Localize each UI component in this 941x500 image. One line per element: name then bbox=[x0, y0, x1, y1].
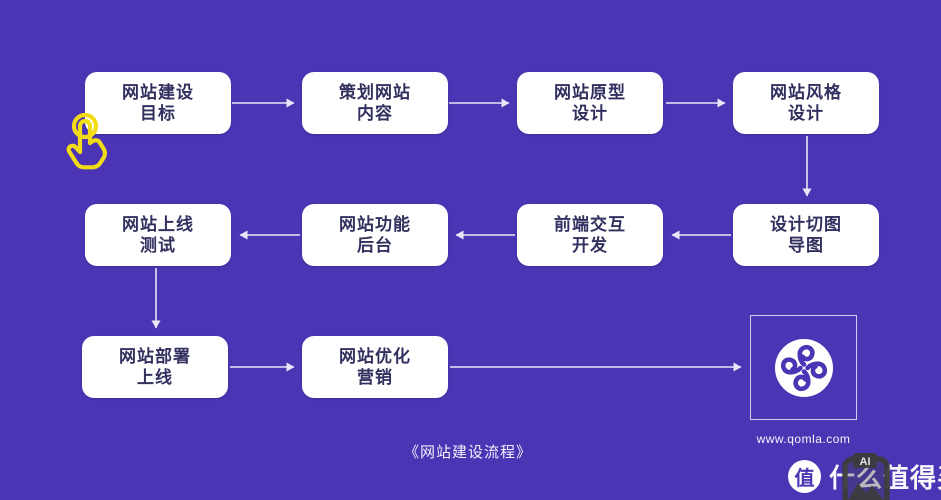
node-label-line2: 开发 bbox=[572, 236, 608, 255]
node-label-line1: 网站风格 bbox=[770, 83, 842, 102]
node-label-line1: 前端交互 bbox=[554, 215, 626, 234]
node-label-line1: 网站上线 bbox=[122, 215, 194, 234]
flow-node-website-goal: 网站建设 目标 bbox=[85, 72, 231, 134]
logo-website-url: www.qomla.com bbox=[756, 432, 851, 446]
node-label-line1: 网站部署 bbox=[119, 347, 191, 366]
node-label-line2: 内容 bbox=[357, 104, 393, 123]
node-label-line1: 网站优化 bbox=[339, 347, 411, 366]
flow-node-deploy-launch: 网站部署 上线 bbox=[82, 336, 228, 398]
smzdm-zhi-badge-icon: 值 bbox=[788, 460, 821, 493]
node-label-line2: 设计 bbox=[788, 104, 824, 123]
flow-node-plan-content: 策划网站 内容 bbox=[302, 72, 448, 134]
node-label-line1: 策划网站 bbox=[339, 83, 411, 102]
node-label-line1: 网站原型 bbox=[554, 83, 626, 102]
node-label-line2: 设计 bbox=[572, 104, 608, 123]
ai-generated-image-icon: AI bbox=[842, 453, 890, 500]
node-label-line2: 导图 bbox=[788, 236, 824, 255]
flow-node-function-backend: 网站功能 后台 bbox=[302, 204, 448, 266]
node-label-line2: 营销 bbox=[357, 368, 393, 387]
node-label-line2: 后台 bbox=[357, 236, 393, 255]
node-label-line1: 设计切图 bbox=[770, 215, 842, 234]
node-label-line2: 目标 bbox=[140, 104, 176, 123]
flow-node-frontend-dev: 前端交互 开发 bbox=[517, 204, 663, 266]
ai-badge-label: AI bbox=[860, 456, 871, 468]
node-label-line1: 网站建设 bbox=[122, 83, 194, 102]
qomla-logo-icon bbox=[774, 338, 833, 397]
flow-node-design-slicing: 设计切图 导图 bbox=[733, 204, 879, 266]
node-label-line2: 上线 bbox=[137, 368, 173, 387]
hand-tap-cursor-icon bbox=[66, 112, 107, 170]
flow-node-optimize-marketing: 网站优化 营销 bbox=[302, 336, 448, 398]
company-logo-box bbox=[750, 315, 857, 420]
flow-node-prototype-design: 网站原型 设计 bbox=[517, 72, 663, 134]
diagram-caption: 《网站建设流程》 bbox=[403, 444, 532, 461]
node-label-line2: 测试 bbox=[140, 236, 176, 255]
flow-node-launch-test: 网站上线 测试 bbox=[85, 204, 231, 266]
flow-node-style-design: 网站风格 设计 bbox=[733, 72, 879, 134]
node-label-line1: 网站功能 bbox=[339, 215, 411, 234]
